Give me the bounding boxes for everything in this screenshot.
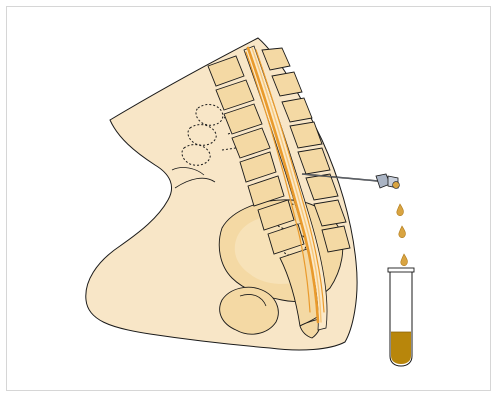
test-tube-icon [388,268,414,366]
fluid-drop-icon [397,204,408,266]
